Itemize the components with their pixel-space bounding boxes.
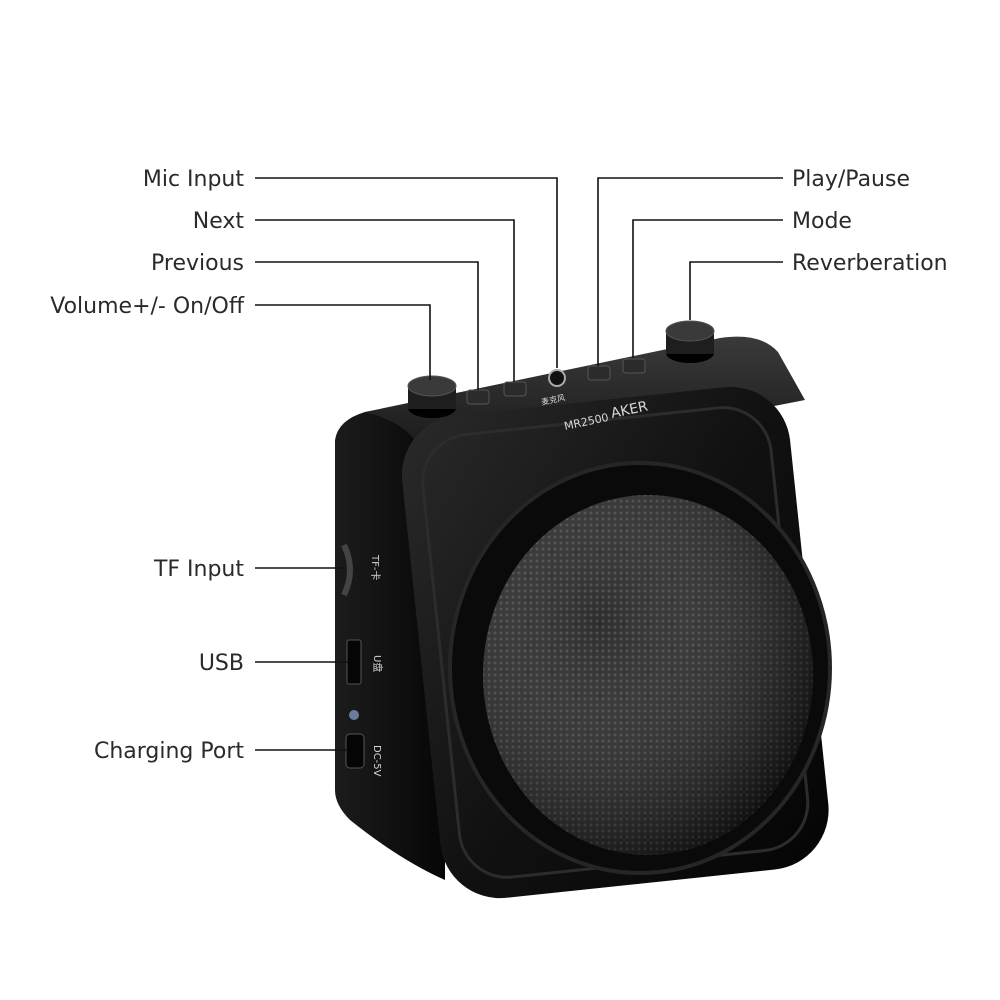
label-volume: Volume+/- On/Off bbox=[50, 294, 245, 319]
label-previous: Previous bbox=[151, 251, 244, 276]
label-play-pause: Play/Pause bbox=[792, 167, 910, 192]
play-pause-button[interactable] bbox=[587, 365, 611, 381]
speaker-grille-shade bbox=[483, 495, 813, 855]
tf-slot[interactable] bbox=[341, 543, 353, 597]
callout-labels: Mic Input Next Previous Volume+/- On/Off… bbox=[50, 167, 947, 764]
leader-next bbox=[255, 219, 515, 382]
leader-lines bbox=[255, 177, 783, 751]
port-label-dc: DC-5V bbox=[371, 745, 382, 777]
label-charging-port: Charging Port bbox=[94, 739, 244, 764]
leader-volume bbox=[255, 304, 431, 380]
mode-button[interactable] bbox=[622, 358, 646, 374]
previous-button[interactable] bbox=[466, 389, 490, 405]
label-usb: USB bbox=[199, 651, 244, 676]
reverberation-knob[interactable] bbox=[665, 320, 715, 363]
speaker-device: AKER MR2500 麦克风 TF-卡 U盘 DC-5V bbox=[335, 320, 832, 899]
label-mic-input: Mic Input bbox=[143, 167, 245, 192]
device-brand: AKER bbox=[610, 398, 650, 421]
label-reverberation: Reverberation bbox=[792, 251, 948, 276]
mic-input-jack[interactable] bbox=[548, 369, 566, 387]
leader-mic-input bbox=[255, 177, 558, 368]
charging-port[interactable] bbox=[345, 733, 365, 769]
port-label-usb: U盘 bbox=[371, 655, 384, 672]
volume-knob[interactable] bbox=[407, 375, 457, 418]
next-button[interactable] bbox=[503, 381, 527, 397]
label-next: Next bbox=[193, 209, 245, 234]
leader-previous bbox=[255, 261, 479, 390]
port-label-tf: TF-卡 bbox=[369, 554, 382, 580]
leader-reverberation bbox=[689, 261, 783, 320]
usb-port[interactable] bbox=[346, 639, 362, 685]
mic-jack-label: 麦克风 bbox=[540, 392, 566, 407]
leader-mode bbox=[632, 219, 783, 358]
leader-play-pause bbox=[597, 177, 783, 366]
label-mode: Mode bbox=[792, 209, 852, 234]
label-tf-input: TF Input bbox=[153, 557, 244, 582]
charging-led bbox=[349, 710, 359, 720]
